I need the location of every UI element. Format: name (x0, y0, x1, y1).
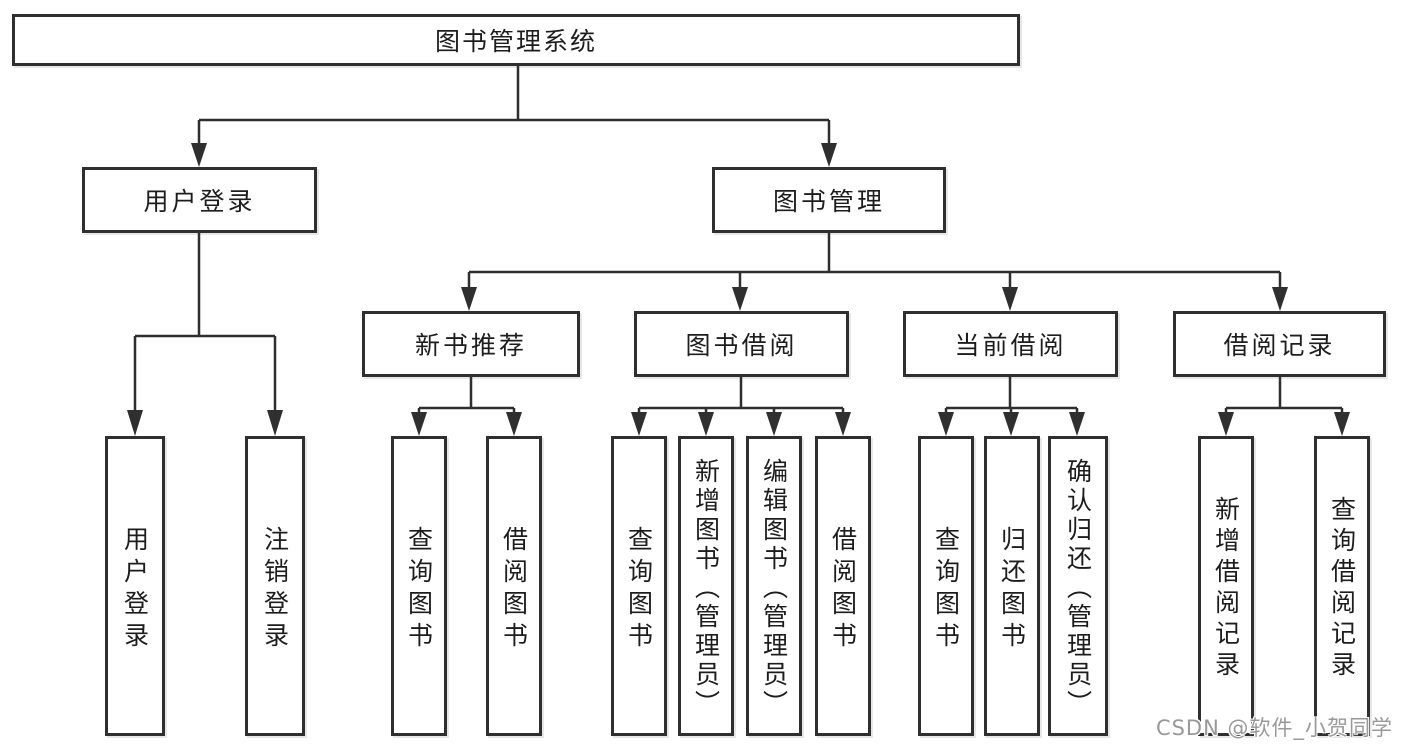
leaf-nbr-borrow-books: 借阅图书 (486, 436, 542, 736)
node-root: 图书管理系统 (12, 14, 1020, 66)
node-book-management-label: 图书管理 (772, 187, 885, 216)
node-root-label: 图书管理系统 (434, 27, 597, 56)
leaf-bb-edit-book-admin-label: 编辑图书（管理员） (759, 457, 789, 719)
leaf-nbr-borrow-books-label: 借阅图书 (499, 525, 529, 654)
leaf-cb-confirm-return-admin: 确认归还（管理员） (1048, 436, 1108, 736)
leaf-user-login: 用户登录 (105, 436, 165, 736)
node-book-borrowing: 图书借阅 (634, 311, 849, 377)
leaf-cb-return-books: 归还图书 (984, 436, 1040, 736)
leaf-bb-edit-book-admin: 编辑图书（管理员） (746, 436, 802, 736)
leaf-bb-query-books: 查询图书 (611, 436, 667, 736)
node-current-borrowing: 当前借阅 (903, 311, 1118, 377)
leaf-cb-confirm-return-admin-label: 确认归还（管理员） (1063, 457, 1093, 719)
node-current-borrowing-label: 当前借阅 (954, 331, 1067, 360)
leaf-br-query-record-label: 查询借阅记录 (1327, 496, 1357, 682)
leaf-br-query-record: 查询借阅记录 (1314, 436, 1370, 736)
leaf-cb-query-books: 查询图书 (918, 436, 974, 736)
leaf-nbr-query-books: 查询图书 (391, 436, 447, 736)
leaf-logout: 注销登录 (245, 436, 305, 736)
leaf-cb-query-books-label: 查询图书 (931, 525, 961, 654)
leaf-bb-query-books-label: 查询图书 (624, 525, 654, 654)
node-user-login-label: 用户登录 (143, 187, 256, 216)
leaf-bb-borrow-books: 借阅图书 (815, 436, 871, 736)
leaf-bb-add-book-admin-label: 新增图书（管理员） (691, 457, 721, 719)
leaf-cb-return-books-label: 归还图书 (997, 525, 1027, 654)
node-new-book-recommendation-label: 新书推荐 (414, 331, 527, 360)
leaf-user-login-label: 用户登录 (120, 525, 150, 654)
leaf-bb-borrow-books-label: 借阅图书 (828, 525, 858, 654)
leaf-br-add-record-label: 新增借阅记录 (1211, 496, 1241, 682)
csdn-watermark: CSDN @软件_小贺同学 (1155, 716, 1393, 740)
leaf-br-add-record: 新增借阅记录 (1198, 436, 1254, 736)
node-new-book-recommendation: 新书推荐 (362, 311, 580, 377)
node-borrowing-records: 借阅记录 (1173, 311, 1386, 377)
node-user-login: 用户登录 (82, 167, 317, 233)
leaf-logout-label: 注销登录 (260, 525, 290, 654)
node-borrowing-records-label: 借阅记录 (1223, 331, 1336, 360)
node-book-management: 图书管理 (712, 167, 946, 233)
leaf-bb-add-book-admin: 新增图书（管理员） (678, 436, 734, 736)
leaf-nbr-query-books-label: 查询图书 (404, 525, 434, 654)
node-book-borrowing-label: 图书借阅 (685, 331, 798, 360)
